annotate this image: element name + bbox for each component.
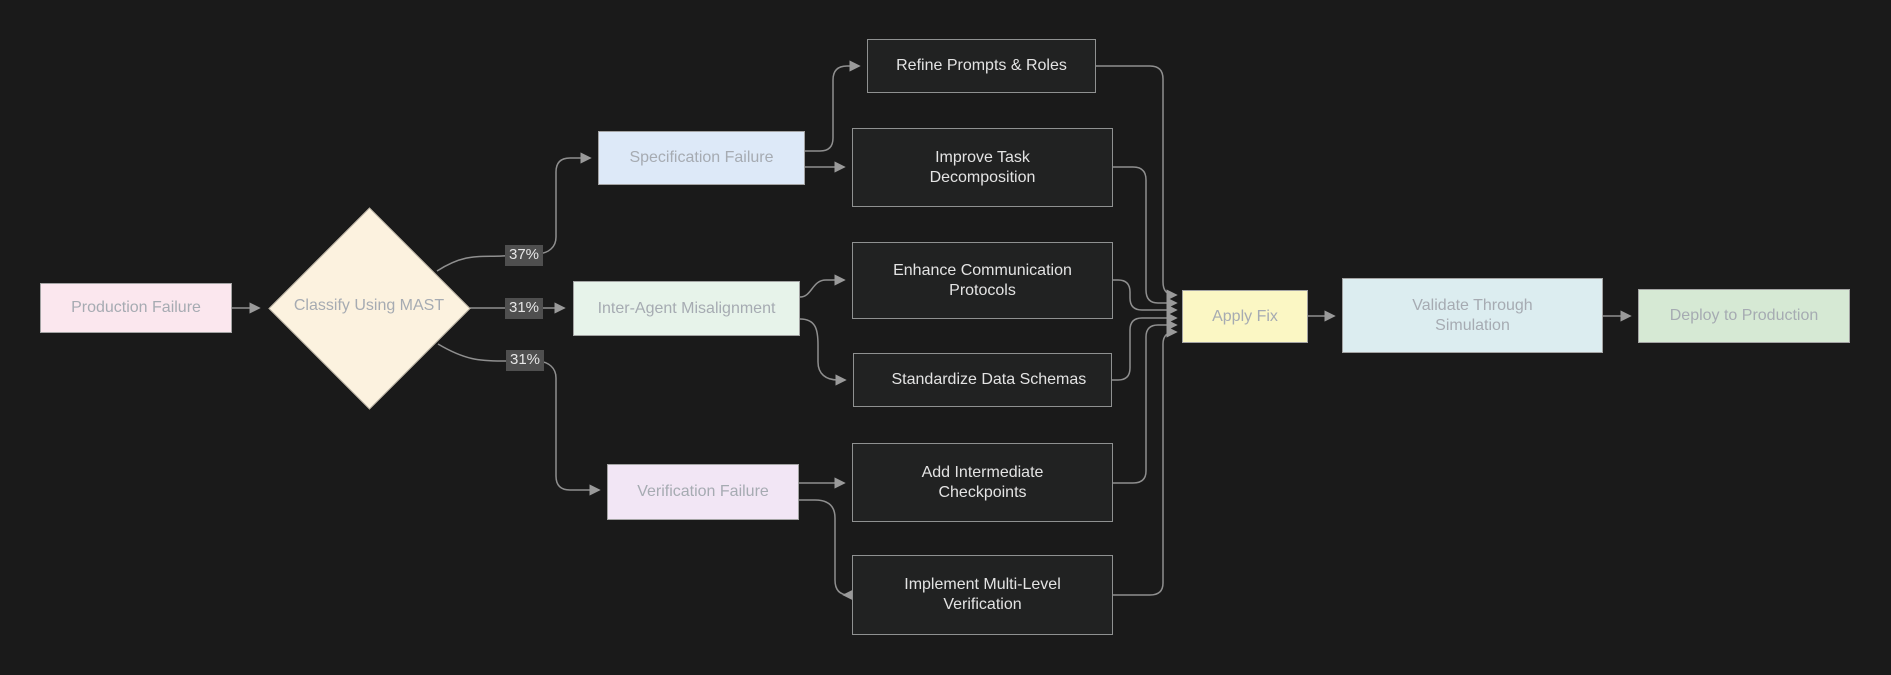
- edge-classify-to-verification: [437, 343, 601, 496]
- node-improve-task-decomposition: Improve Task Decomposition: [852, 128, 1113, 207]
- edge-classify-to-specification: [436, 152, 592, 272]
- node-improve-task-label: Improve Task Decomposition: [929, 148, 1036, 186]
- node-add-checkpoints: Add Intermediate Checkpoints: [852, 443, 1113, 522]
- node-deploy-production: Deploy to Production: [1638, 289, 1850, 343]
- edge-spec-to-refine: [805, 60, 861, 152]
- node-multi-level-verification-label: Implement Multi-Level Verification: [904, 576, 1061, 613]
- edge-interagent-to-enhance: [799, 274, 846, 298]
- node-refine-prompts-label: Refine Prompts & Roles: [896, 57, 1067, 74]
- node-specification-failure: Specification Failure: [598, 131, 805, 185]
- node-add-checkpoints-label: Add Intermediate Checkpoints: [921, 463, 1044, 501]
- node-enhance-communication: Enhance Communication Protocols: [852, 242, 1113, 319]
- edge-refine-to-applyfix: [1096, 65, 1178, 301]
- edge-label-verification-pct: 31%: [506, 350, 545, 371]
- edge-multilevel-to-applyfix: [1113, 326, 1178, 596]
- edge-standardize-to-applyfix: [1112, 312, 1178, 381]
- node-production-failure: Production Failure: [40, 283, 232, 333]
- node-validate-simulation: Validate Through Simulation: [1342, 278, 1603, 353]
- node-inter-agent-misalignment: Inter-Agent Misalignment: [573, 281, 800, 336]
- node-standardize-schemas: Standardize Data Schemas: [853, 353, 1112, 407]
- edge-label-interagent-pct: 31%: [505, 298, 544, 319]
- node-refine-prompts: Refine Prompts & Roles: [867, 39, 1096, 93]
- node-enhance-communication-label: Enhance Communication Protocols: [893, 261, 1072, 299]
- node-validate-simulation-label: Validate Through Simulation: [1412, 296, 1533, 334]
- node-standardize-schemas-label: Standardize Data Schemas: [891, 371, 1087, 388]
- edge-interagent-to-standardize: [799, 318, 847, 386]
- node-classify-label: Classify Using MAST: [293, 297, 445, 314]
- node-verification-failure: Verification Failure: [607, 464, 799, 520]
- edge-enhance-to-applyfix: [1113, 279, 1178, 316]
- edge-verification-to-multilevel: [799, 499, 854, 601]
- node-apply-fix: Apply Fix: [1182, 290, 1308, 343]
- node-multi-level-verification: Implement Multi-Level Verification: [852, 555, 1113, 635]
- edge-label-specification-pct: 37%: [505, 245, 544, 266]
- edge-improve-to-applyfix: [1113, 166, 1178, 309]
- edge-checkpoints-to-applyfix: [1113, 319, 1178, 484]
